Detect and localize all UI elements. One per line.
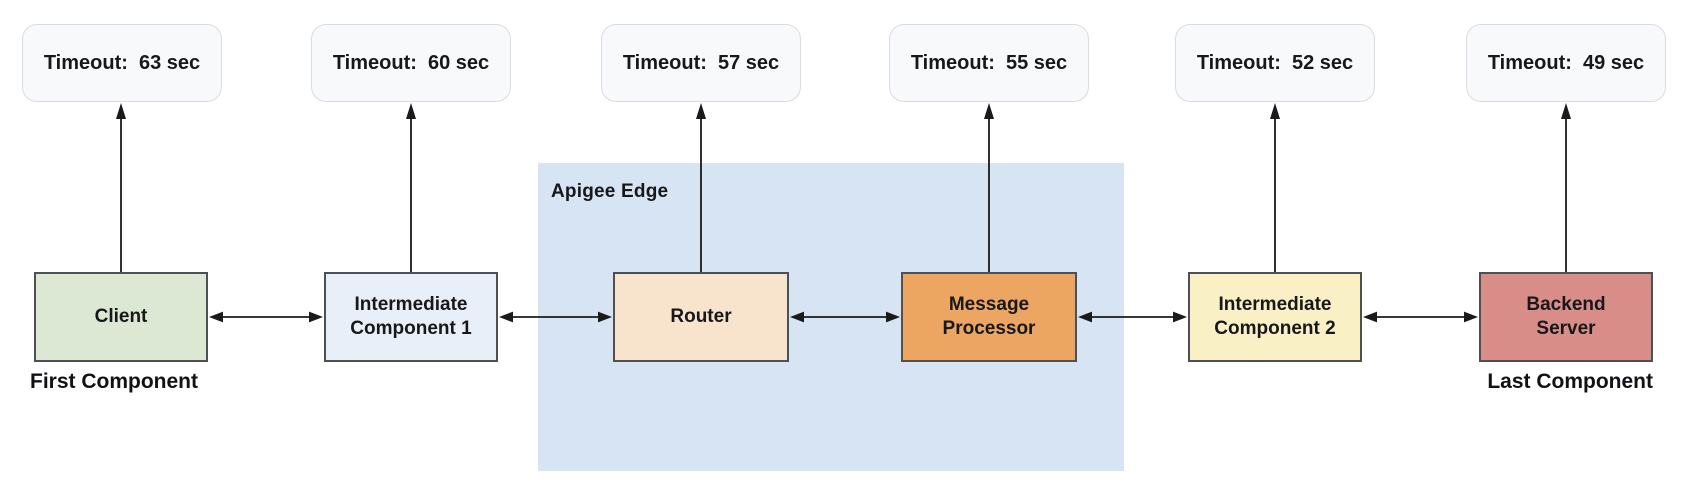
node-label: Backend Server: [1526, 294, 1606, 339]
node-label: Router: [670, 306, 732, 328]
timeout-callout-intermediate-component-1: Timeout: 60 sec: [311, 24, 511, 102]
timeout-callout-message-processor: Timeout: 55 sec: [889, 24, 1089, 102]
node-router: Router: [613, 272, 789, 362]
timeout-value: Timeout: 55 sec: [910, 51, 1068, 74]
last-component-caption: Last Component: [1487, 370, 1653, 393]
first-component-caption: First Component: [30, 370, 198, 393]
apigee-edge-label: Apigee Edge: [551, 181, 669, 202]
timeout-value: Timeout: 57 sec: [622, 51, 780, 74]
node-message-processor: Message Processor: [901, 272, 1077, 362]
timeout-value: Timeout: 52 sec: [1196, 51, 1354, 74]
timeout-callout-client: Timeout: 63 sec: [22, 24, 222, 102]
timeout-callout-router: Timeout: 57 sec: [601, 24, 801, 102]
node-label: Client: [94, 306, 148, 328]
node-client: Client: [34, 272, 208, 362]
timeout-value: Timeout: 63 sec: [43, 51, 201, 74]
timeout-arrow-up-intermediate-component-1: [406, 103, 416, 272]
timeout-callout-intermediate-component-2: Timeout: 52 sec: [1175, 24, 1375, 102]
bidirectional-arrow-0: [209, 311, 323, 323]
timeout-callout-backend-server: Timeout: 49 sec: [1466, 24, 1666, 102]
node-label: Intermediate Component 2: [1214, 294, 1336, 339]
node-label: Message Processor: [942, 294, 1036, 339]
node-intermediate-component-1: Intermediate Component 1: [324, 272, 498, 362]
node-backend-server: Backend Server: [1479, 272, 1653, 362]
timeout-value: Timeout: 60 sec: [332, 51, 490, 74]
timeout-arrow-up-client: [116, 103, 126, 272]
timeout-value: Timeout: 49 sec: [1487, 51, 1645, 74]
bidirectional-arrow-4: [1363, 311, 1478, 323]
timeout-arrow-up-intermediate-component-2: [1270, 103, 1280, 272]
timeout-arrow-up-backend-server: [1561, 103, 1571, 272]
node-label: Intermediate Component 1: [350, 294, 472, 339]
node-intermediate-component-2: Intermediate Component 2: [1188, 272, 1362, 362]
